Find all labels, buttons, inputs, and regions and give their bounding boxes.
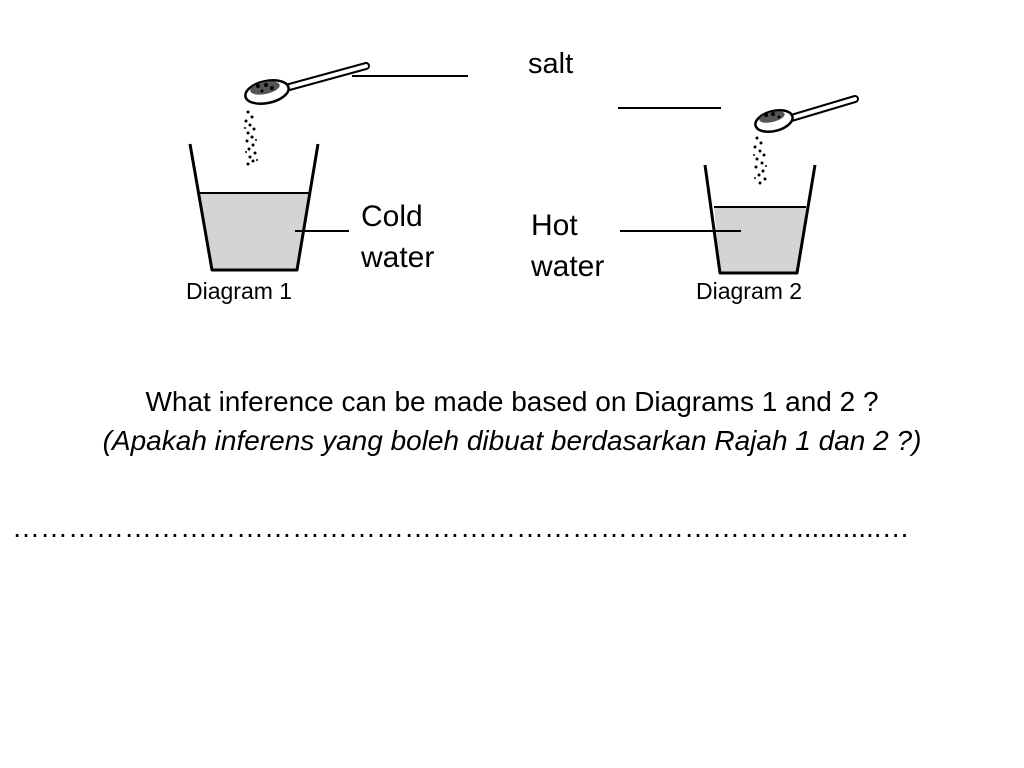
- beaker-cold-water: [188, 143, 320, 272]
- question-english: What inference can be made based on Diag…: [145, 386, 879, 417]
- cold-water-label-line1: Cold: [361, 200, 423, 233]
- cold-water-label-line2: water: [361, 241, 435, 274]
- experiment-diagram: [188, 62, 859, 275]
- salt-falling-1-icon: [244, 110, 258, 166]
- diagram-1-caption: Diagram 1: [186, 278, 293, 304]
- spoon-1-icon: [244, 62, 370, 105]
- question-malay: (Apakah inferens yang boleh dibuat berda…: [102, 425, 922, 456]
- cold-water-fill: [200, 193, 310, 270]
- hot-water-fill: [714, 207, 806, 273]
- hot-water-label-line2: water: [531, 250, 605, 283]
- answer-dotted-line: …………………………………………………………………………...........…: [12, 512, 910, 543]
- spoon-2-icon: [754, 95, 859, 133]
- hot-water-label-line1: Hot: [531, 209, 578, 242]
- diagram-2-caption: Diagram 2: [696, 278, 803, 304]
- salt-falling-2-icon: [753, 136, 767, 185]
- beaker-hot-water: [703, 164, 817, 275]
- salt-label: salt: [528, 48, 574, 80]
